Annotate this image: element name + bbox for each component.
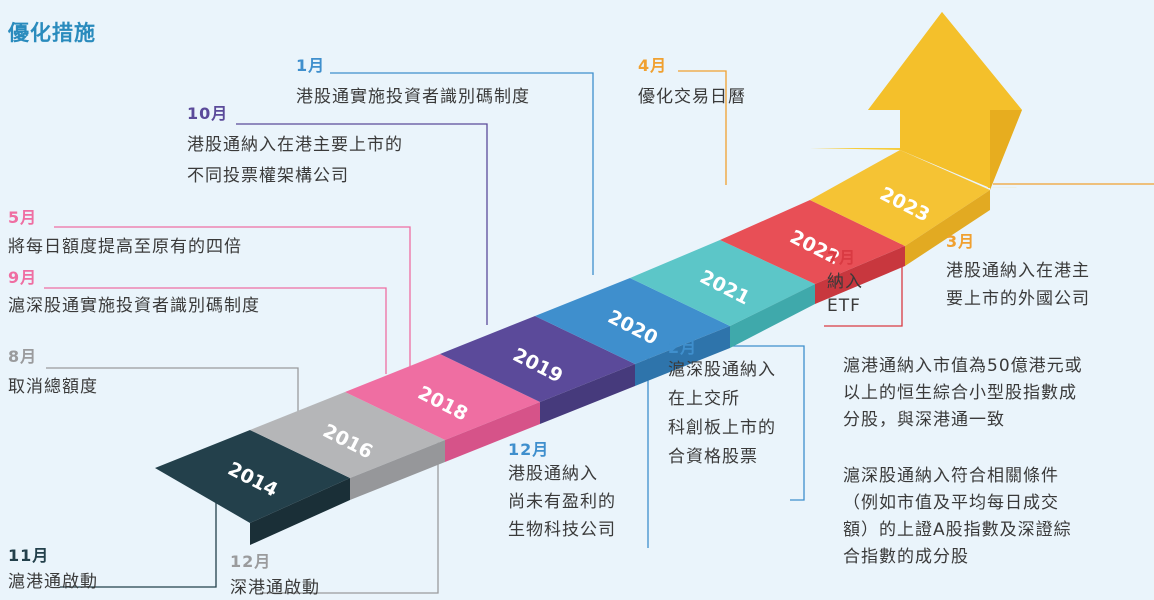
month-2019-10: 10月 (187, 104, 229, 123)
event-2014-11: 滬港通啟動 (8, 572, 98, 592)
month-2023-4: 4月 (638, 56, 668, 75)
note-1: 滬港通納入市值為50億港元或 以上的恒生綜合小型股指數成 分股，與深港通一致 (843, 353, 1083, 434)
event-2020-12-line3: 生物科技公司 (508, 520, 616, 540)
note-1-line3: 分股，與深港通一致 (843, 410, 1005, 430)
connector-2018-8 (46, 367, 299, 430)
connector-2016 (260, 440, 439, 594)
event-2016-12: 深港通啟動 (230, 578, 320, 598)
note-1-line2: 以上的恒生綜合小型股指數成 (843, 383, 1077, 403)
event-2023-4: 優化交易日曆 (638, 87, 746, 107)
month-2018-5: 5月 (8, 208, 38, 227)
event-2020-1: 港股通實施投資者識別碼制度 (296, 87, 530, 107)
event-2018-8: 取消總額度 (8, 377, 98, 397)
event-2023-3-line1: 港股通納入在港主 (946, 261, 1090, 281)
event-2020-12-line2: 尚未有盈利的 (508, 492, 616, 512)
note-2-line1: 滬深股通納入符合相關條件 (843, 466, 1059, 486)
event-2018-9: 滬深股通實施投資者識別碼制度 (8, 296, 260, 316)
event-2021-2-line4: 合資格股票 (668, 447, 758, 467)
note-2: 滬深股通納入符合相關條件 （例如市值及平均每日成交 額）的上證A股指數及深證綜 … (843, 463, 1072, 571)
steps (155, 150, 990, 545)
connector-2021 (720, 345, 805, 501)
month-2016-12: 12月 (230, 552, 272, 571)
month-2023-3: 3月 (946, 232, 976, 251)
connector-2014 (60, 502, 217, 588)
month-2021-2: 2月 (668, 338, 698, 357)
event-2022-7-line1: 納入 (827, 272, 863, 292)
month-2020-12: 12月 (508, 440, 550, 459)
month-2014-11: 11月 (8, 546, 50, 565)
connector-2018-9 (44, 287, 387, 374)
event-2022-7-line2: ETF (827, 296, 861, 316)
note-2-line3: 額）的上證A股指數及深證綜 (843, 520, 1072, 540)
connector-2018-5 (54, 226, 411, 374)
event-2023-3-line2: 要上市的外國公司 (946, 289, 1090, 309)
month-2022-7: 7月 (827, 248, 857, 267)
month-2018-9: 9月 (8, 268, 38, 287)
month-2020-1: 1月 (296, 56, 326, 75)
event-2020-12-line1: 港股通納入 (508, 464, 598, 484)
event-2019-10-line1: 港股通納入在港主要上市的 (187, 135, 403, 155)
event-2019-10-line2: 不同投票權架構公司 (187, 166, 349, 186)
page-title: 優化措施 (8, 21, 96, 45)
note-1-line1: 滬港通納入市值為50億港元或 (843, 356, 1083, 376)
event-2021-2-line3: 科創板上市的 (668, 418, 776, 438)
note-2-line2: （例如市值及平均每日成交 (843, 493, 1059, 513)
connector-2023-4 (678, 70, 727, 185)
month-2018-8: 8月 (8, 347, 38, 366)
event-2018-5: 將每日額度提高至原有的四倍 (8, 237, 242, 257)
event-2021-2-line1: 滬深股通納入 (668, 360, 776, 380)
event-2021-2-line2: 在上交所 (668, 389, 740, 409)
connector-2020-1 (330, 72, 594, 275)
connector-2019 (236, 123, 488, 325)
note-2-line4: 合指數的成分股 (843, 547, 969, 567)
